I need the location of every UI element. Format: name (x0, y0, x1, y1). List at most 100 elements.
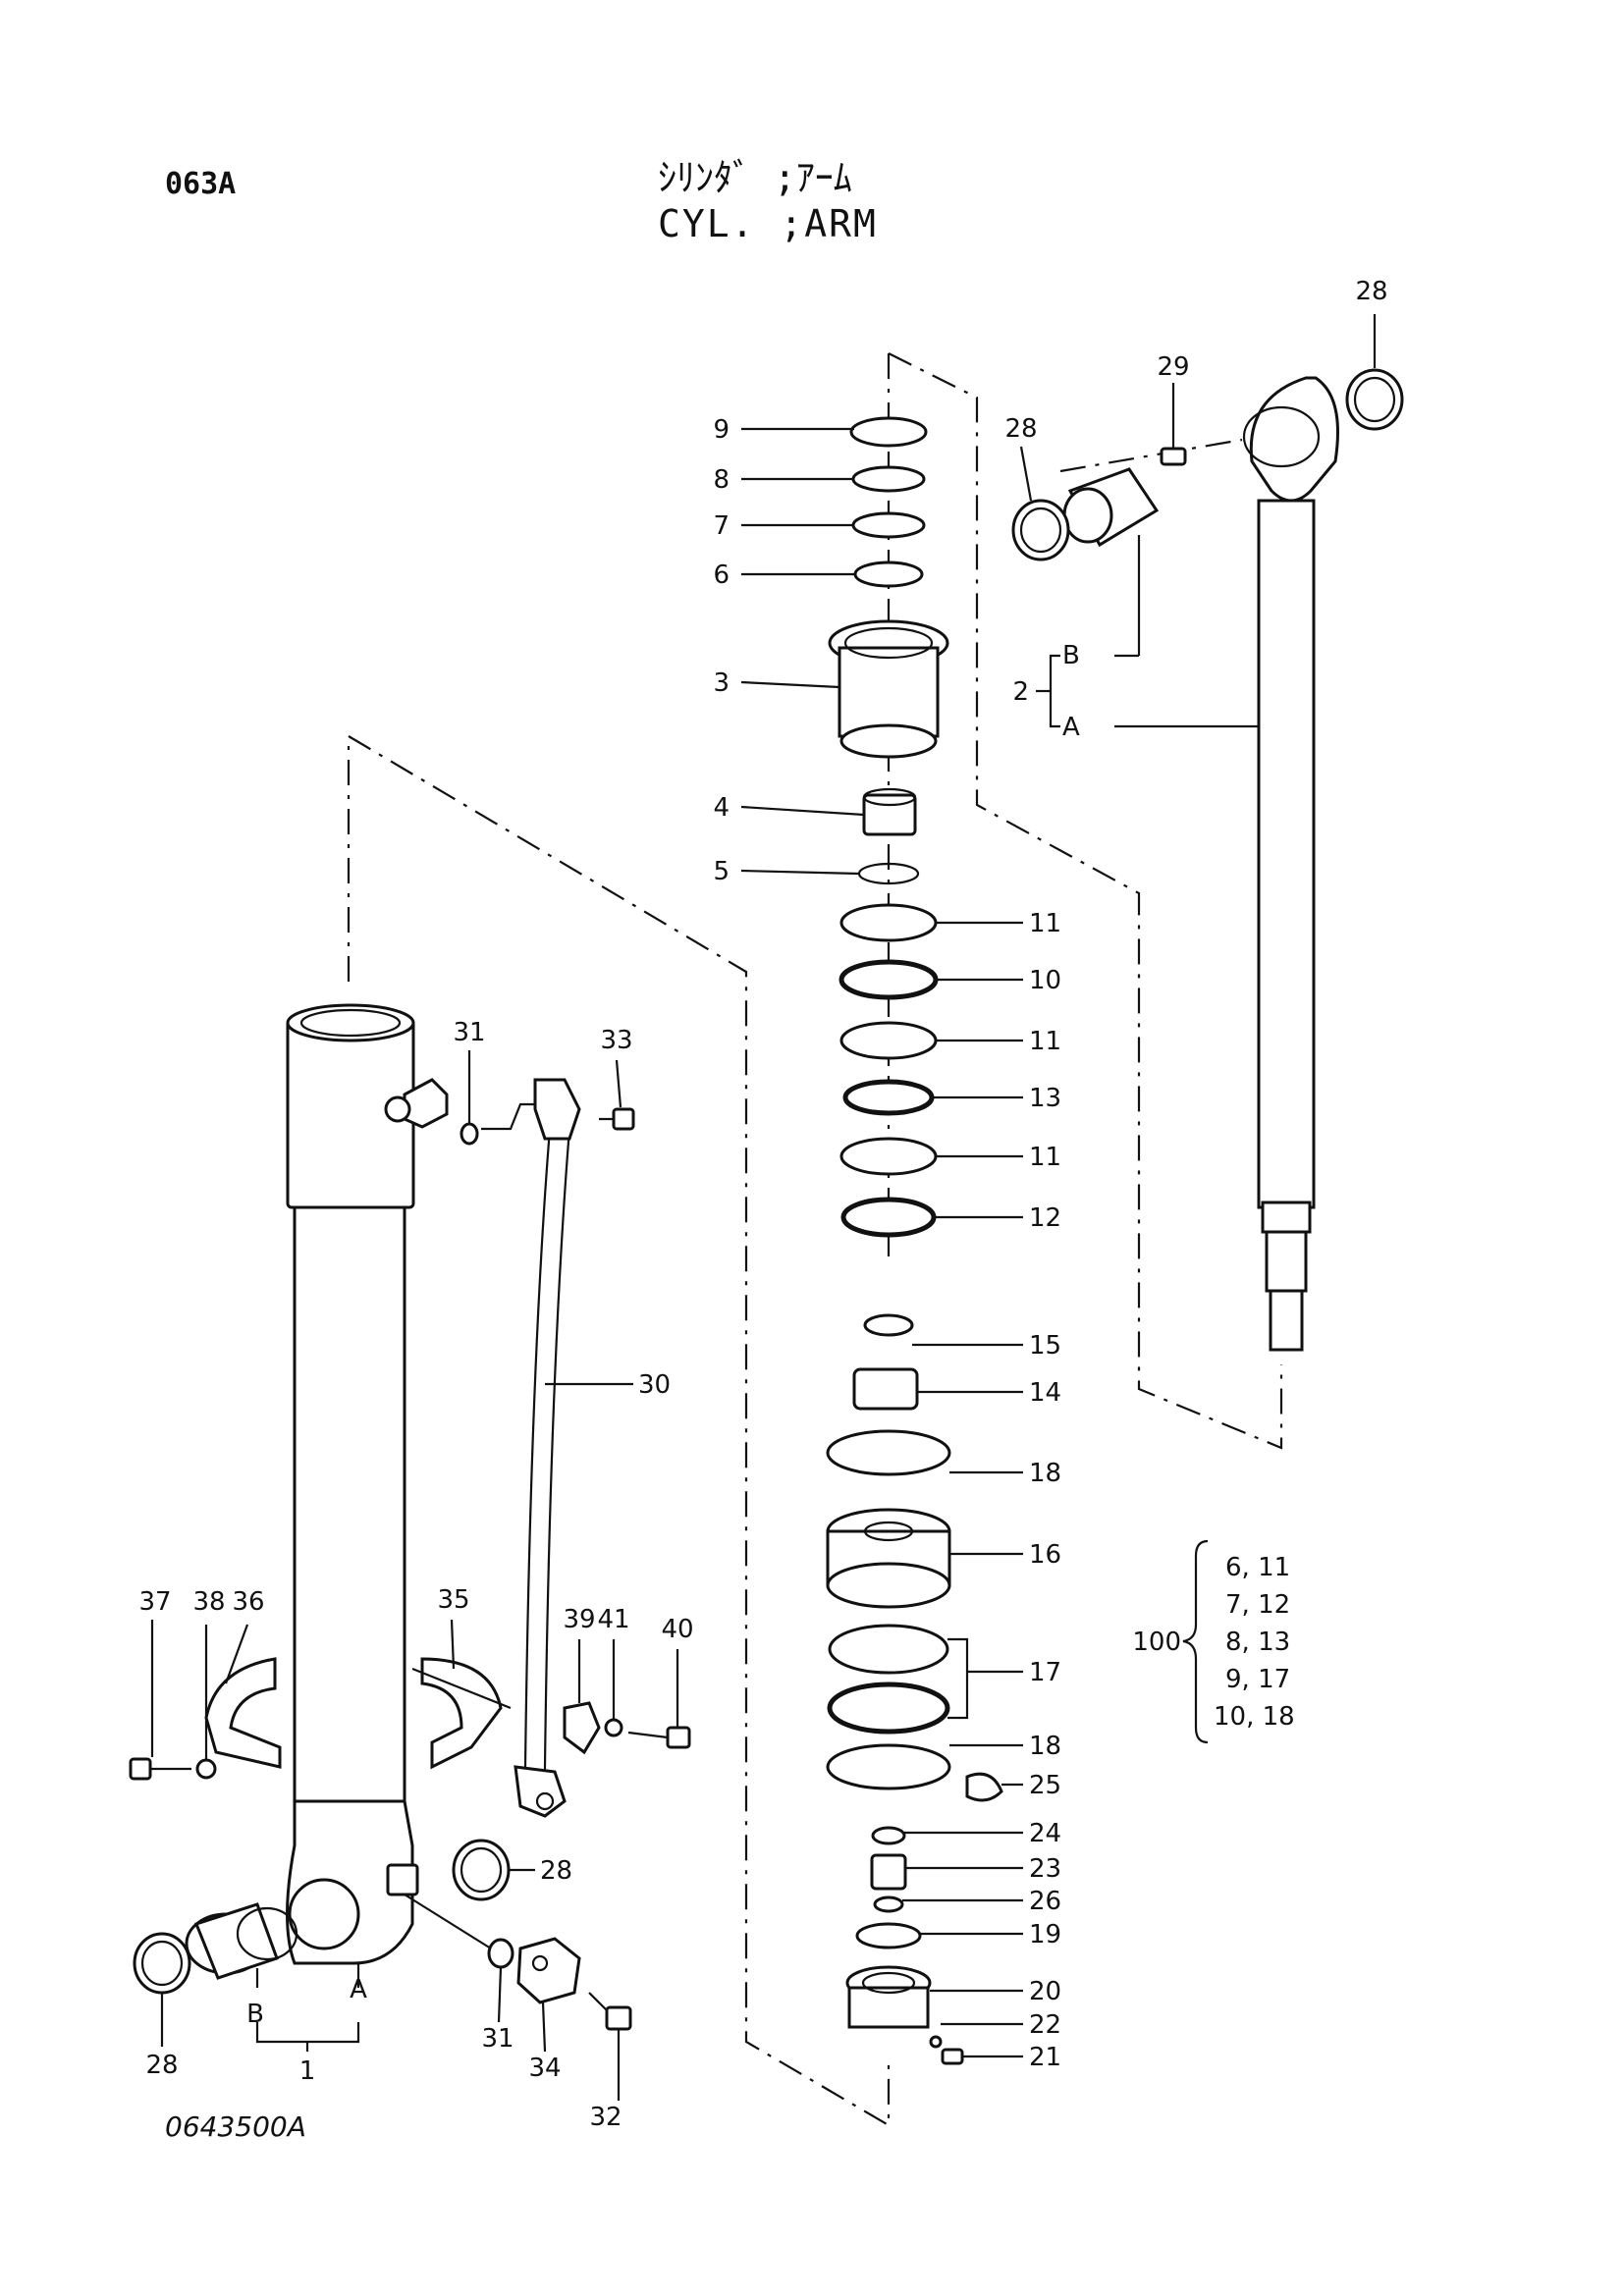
kit-entry-2: 7, 12 (1225, 1590, 1290, 1620)
callout-36: 36 (232, 1587, 264, 1617)
part-6-ring (853, 561, 924, 588)
callout-2b: B (1062, 641, 1080, 670)
clamp-block-39 (563, 1701, 601, 1755)
callout-28-lower: 28 (540, 1856, 572, 1886)
callout-38: 38 (192, 1587, 225, 1617)
callout-1b: B (246, 2000, 264, 2029)
callout-8: 8 (713, 465, 730, 495)
callout-30: 30 (638, 1370, 671, 1400)
callout-26: 26 (1029, 1887, 1061, 1916)
flange-block-34 (516, 1937, 581, 2004)
callout-2: 2 (1012, 677, 1029, 707)
callout-28-bottom: 28 (145, 2051, 178, 2080)
callout-11c: 11 (1029, 1143, 1061, 1172)
clamp-band (204, 1657, 512, 1770)
callout-2a: A (1062, 713, 1080, 742)
callout-17: 17 (1029, 1658, 1061, 1687)
callout-28-rod: 28 (1004, 414, 1037, 444)
callout-28-top: 28 (1355, 277, 1387, 306)
page-code: 063A (165, 167, 237, 201)
callout-18a: 18 (1029, 1459, 1061, 1488)
callout-13: 13 (1029, 1084, 1061, 1113)
part-11-ring-b (839, 1021, 938, 1060)
part-13-seal (842, 1079, 935, 1116)
callout-29: 29 (1157, 352, 1189, 382)
callout-14: 14 (1029, 1378, 1061, 1408)
callout-15: 15 (1029, 1331, 1061, 1361)
callout-40: 40 (661, 1615, 693, 1644)
callout-labels: 9 8 7 6 3 4 5 11 10 11 13 11 12 15 14 18… (138, 277, 1387, 2132)
washer-41 (604, 1718, 623, 1737)
callout-3: 3 (713, 668, 730, 698)
part-20-nut (845, 1965, 932, 2029)
part-24-ring (871, 1826, 906, 1845)
part-16-piston (826, 1508, 951, 1609)
callout-35: 35 (437, 1585, 469, 1615)
callout-22: 22 (1029, 2010, 1061, 2040)
rod-eye (1249, 376, 1339, 503)
part-23-spacer (870, 1853, 907, 1891)
part-22-ball (929, 2035, 943, 2049)
part-11-ring-a (839, 903, 938, 942)
callout-1: 1 (299, 2056, 316, 2086)
callout-31-top: 31 (453, 1018, 485, 1047)
kit-number: 100 (1132, 1628, 1181, 1657)
cylinder-tube (286, 1003, 449, 1965)
part-12-seal (840, 1197, 937, 1238)
figure-id: 0643500A (165, 2110, 306, 2143)
o-ring-31-top (460, 1122, 479, 1146)
bushing-4 (862, 787, 917, 836)
bottom-eye-bore (288, 1878, 360, 1950)
callout-25: 25 (1029, 1771, 1061, 1800)
callout-4: 4 (713, 793, 730, 823)
callout-16: 16 (1029, 1540, 1061, 1570)
callout-23: 23 (1029, 1854, 1061, 1884)
rod-bushing-b (1062, 467, 1160, 548)
washer-38 (195, 1758, 217, 1780)
part-9-seal (849, 416, 928, 448)
callout-19: 19 (1029, 1920, 1061, 1949)
callout-33: 33 (600, 1026, 632, 1055)
part-11-ring-c (839, 1137, 938, 1176)
piston-parts (826, 1313, 1003, 2065)
callout-9: 9 (713, 415, 730, 445)
bottom-port-block (386, 1863, 419, 1896)
tube-bushing-b (185, 1902, 298, 1980)
rod-cover-3 (828, 619, 949, 759)
part-25-clip (965, 1772, 1003, 1802)
piston-rod (1242, 376, 1339, 1352)
callout-39: 39 (563, 1605, 595, 1634)
callout-20: 20 (1029, 1977, 1061, 2006)
callout-21: 21 (1029, 2043, 1061, 2072)
part-19-ring (855, 1922, 922, 1949)
bolt-32 (588, 1992, 632, 2031)
part-7-ring (851, 511, 926, 539)
pipe-top-flange (533, 1078, 581, 1141)
part-21-screw (941, 2048, 964, 2065)
part-18-wear-ring-bottom (826, 1743, 951, 1790)
part-26-ring (873, 1896, 904, 1913)
rod-shaft (1257, 499, 1316, 1209)
callout-5: 5 (713, 857, 730, 886)
kit-entry-3: 8, 13 (1225, 1628, 1290, 1657)
kit-entry-5: 10, 18 (1214, 1702, 1295, 1732)
bolt-37 (129, 1757, 191, 1781)
part-10-seal (839, 959, 939, 1000)
callout-34: 34 (528, 2054, 561, 2083)
callout-11a: 11 (1029, 909, 1061, 938)
callout-6: 6 (713, 561, 730, 590)
callout-37: 37 (138, 1587, 171, 1617)
callout-12: 12 (1029, 1203, 1061, 1233)
grease-nipple-29 (1160, 447, 1187, 466)
part-14-collar (852, 1367, 919, 1411)
callout-11b: 11 (1029, 1027, 1061, 1056)
part-15-ring (863, 1313, 914, 1337)
callout-24: 24 (1029, 1819, 1061, 1848)
leader-lines (150, 314, 1377, 2101)
callout-41: 41 (597, 1605, 629, 1634)
title-english: CYL. ;ARM (658, 202, 878, 245)
bolt-33 (599, 1107, 635, 1131)
callout-1a: A (350, 1975, 367, 2004)
